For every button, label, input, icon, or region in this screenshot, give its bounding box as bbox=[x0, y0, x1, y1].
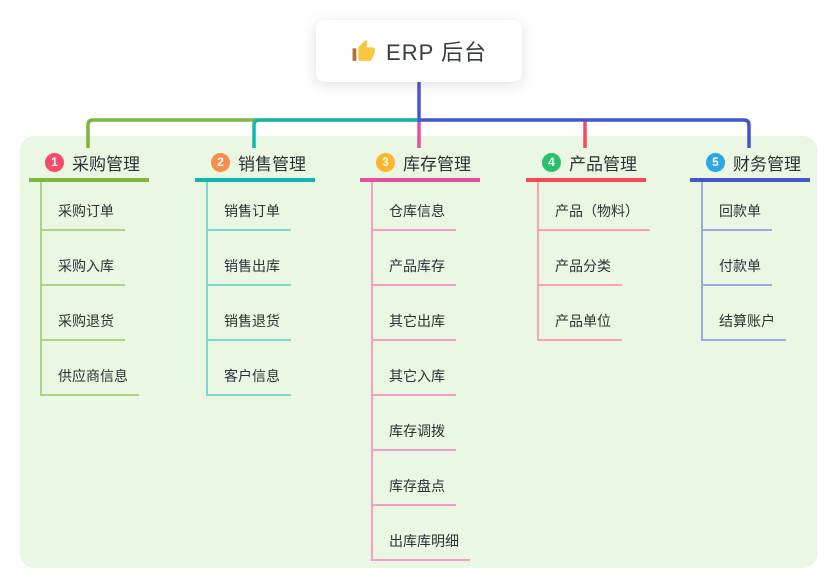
child-row: 采购订单 bbox=[42, 182, 139, 231]
child-row: 产品（物料） bbox=[539, 182, 650, 231]
branch-node-header[interactable]: 2 销售管理 bbox=[195, 146, 315, 182]
branch-node-5: 5 财务管理 回款单 付款单 结算账户 bbox=[690, 146, 839, 341]
child-node[interactable]: 其它入库 bbox=[373, 366, 456, 396]
child-node[interactable]: 付款单 bbox=[703, 256, 772, 286]
branch-node-label: 采购管理 bbox=[72, 154, 140, 174]
child-node[interactable]: 客户信息 bbox=[208, 366, 291, 396]
branch-children: 产品（物料） 产品分类 产品单位 bbox=[537, 182, 650, 341]
child-node[interactable]: 其它出库 bbox=[373, 311, 456, 341]
branch-node-label: 销售管理 bbox=[238, 154, 306, 174]
child-node[interactable]: 库存盘点 bbox=[373, 476, 456, 506]
branch-node-header[interactable]: 3 库存管理 bbox=[360, 146, 480, 182]
child-row: 采购退货 bbox=[42, 286, 139, 341]
child-row: 其它出库 bbox=[373, 286, 470, 341]
branch-index-badge: 1 bbox=[45, 152, 64, 172]
child-node[interactable]: 结算账户 bbox=[703, 311, 786, 341]
child-node[interactable]: 销售出库 bbox=[208, 256, 291, 286]
child-node[interactable]: 采购订单 bbox=[42, 201, 125, 231]
child-row: 产品分类 bbox=[539, 231, 650, 286]
root-node-label: ERP 后台 bbox=[386, 40, 487, 65]
child-node[interactable]: 采购入库 bbox=[42, 256, 125, 286]
branch-node-4: 4 产品管理 产品（物料） 产品分类 产品单位 bbox=[526, 146, 696, 341]
branch-index-badge: 3 bbox=[376, 152, 395, 172]
child-row: 销售出库 bbox=[208, 231, 291, 286]
child-row: 采购入库 bbox=[42, 231, 139, 286]
mindmap-panel bbox=[20, 136, 817, 568]
branch-children: 仓库信息 产品库存 其它出库 其它入库 库存调拨 库存盘点 出库库明细 bbox=[371, 182, 470, 561]
child-node[interactable]: 供应商信息 bbox=[42, 366, 139, 396]
child-row: 库存调拨 bbox=[373, 396, 470, 451]
thumbs-up-icon bbox=[352, 39, 375, 61]
child-row: 客户信息 bbox=[208, 341, 291, 396]
root-node[interactable]: ERP 后台 bbox=[316, 20, 522, 82]
child-row: 回款单 bbox=[703, 182, 786, 231]
child-row: 销售订单 bbox=[208, 182, 291, 231]
child-node[interactable]: 产品库存 bbox=[373, 256, 456, 286]
child-row: 其它入库 bbox=[373, 341, 470, 396]
child-row: 结算账户 bbox=[703, 286, 786, 341]
child-node[interactable]: 仓库信息 bbox=[373, 201, 456, 231]
child-node[interactable]: 销售退货 bbox=[208, 311, 291, 341]
child-node[interactable]: 采购退货 bbox=[42, 311, 125, 341]
branch-index-badge: 4 bbox=[542, 152, 561, 172]
child-row: 销售退货 bbox=[208, 286, 291, 341]
child-row: 付款单 bbox=[703, 231, 786, 286]
child-node[interactable]: 回款单 bbox=[703, 201, 772, 231]
branch-node-header[interactable]: 5 财务管理 bbox=[690, 146, 810, 182]
child-row: 出库库明细 bbox=[373, 506, 470, 561]
child-node[interactable]: 出库库明细 bbox=[373, 531, 470, 561]
child-node[interactable]: 产品单位 bbox=[539, 311, 622, 341]
branch-index-badge: 2 bbox=[211, 152, 230, 172]
branch-node-1: 1 采购管理 采购订单 采购入库 采购退货 供应商信息 bbox=[29, 146, 199, 396]
child-node[interactable]: 销售订单 bbox=[208, 201, 291, 231]
branch-index-badge: 5 bbox=[706, 152, 725, 172]
child-row: 产品单位 bbox=[539, 286, 650, 341]
child-row: 供应商信息 bbox=[42, 341, 139, 396]
branch-node-2: 2 销售管理 销售订单 销售出库 销售退货 客户信息 bbox=[195, 146, 365, 396]
branch-node-header[interactable]: 4 产品管理 bbox=[526, 146, 646, 182]
branch-children: 销售订单 销售出库 销售退货 客户信息 bbox=[206, 182, 291, 396]
branch-node-label: 库存管理 bbox=[403, 154, 471, 174]
branch-children: 回款单 付款单 结算账户 bbox=[701, 182, 786, 341]
child-row: 仓库信息 bbox=[373, 182, 470, 231]
branch-children: 采购订单 采购入库 采购退货 供应商信息 bbox=[40, 182, 139, 396]
branch-node-label: 产品管理 bbox=[569, 154, 637, 174]
branch-node-header[interactable]: 1 采购管理 bbox=[29, 146, 149, 182]
child-row: 库存盘点 bbox=[373, 451, 470, 506]
branch-node-3: 3 库存管理 仓库信息 产品库存 其它出库 其它入库 库存调拨 库存盘点 出库库… bbox=[360, 146, 530, 561]
child-node[interactable]: 产品（物料） bbox=[539, 201, 650, 231]
branch-node-label: 财务管理 bbox=[733, 154, 801, 174]
child-node[interactable]: 产品分类 bbox=[539, 256, 622, 286]
child-row: 产品库存 bbox=[373, 231, 470, 286]
child-node[interactable]: 库存调拨 bbox=[373, 421, 456, 451]
